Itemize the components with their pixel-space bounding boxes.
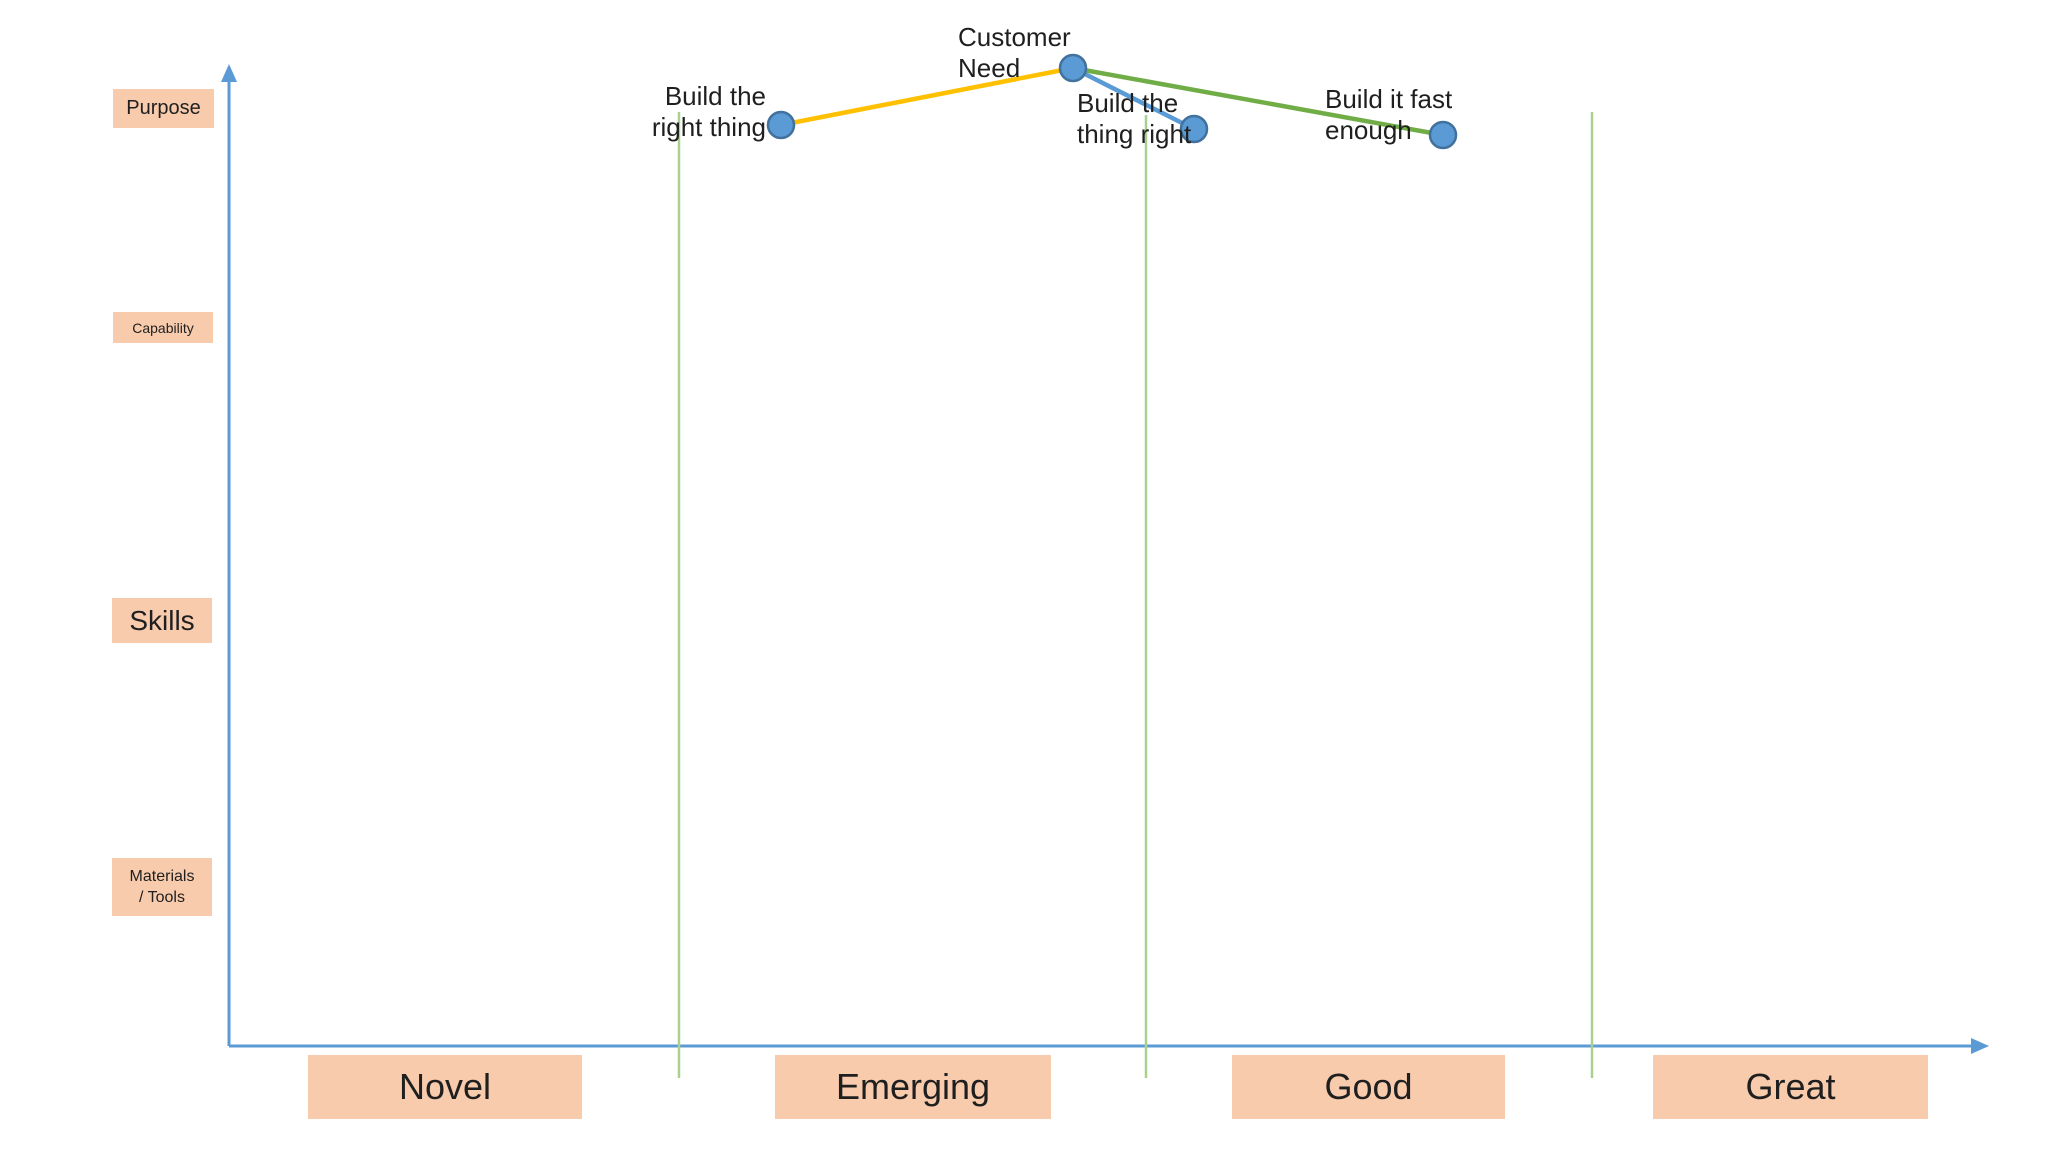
materials-line-2: / Tools — [139, 889, 185, 906]
y-axis-label-skills: Skills — [112, 598, 212, 643]
edge-build-right-thing--customer-need — [778, 65, 1076, 128]
nodes-layer — [766, 53, 1458, 150]
y-axis-label-capability: Capability — [113, 312, 213, 343]
node-marker-build-fast-enough — [1428, 120, 1458, 150]
materials-line-1: Materials — [129, 868, 195, 885]
node-label-line: Build the — [664, 81, 766, 111]
node-label-line: enough — [1325, 115, 1412, 145]
node-label-line: Build the — [1077, 88, 1179, 118]
y-axis-label-purpose: Purpose — [113, 89, 214, 128]
node-label-build-fast-enough: Build it fast enough — [1325, 84, 1452, 146]
edges-layer — [778, 65, 1446, 138]
node-label-line: thing right — [1077, 119, 1192, 149]
x-axis-label-novel: Novel — [308, 1055, 582, 1119]
y-axis-arrowhead-icon — [221, 64, 237, 82]
y-axis-label-materials-tools: Materials / Tools — [112, 858, 212, 916]
node-marker-customer-need — [1058, 53, 1088, 83]
x-axis-label-emerging: Emerging — [775, 1055, 1051, 1119]
node-marker-build-thing-right — [1179, 114, 1209, 144]
x-axis-label-good: Good — [1232, 1055, 1505, 1119]
node-label-line: Customer — [958, 22, 1071, 52]
node-label-line: Build it fast — [1325, 84, 1453, 114]
edge-customer-need--build-thing-right — [1070, 65, 1197, 132]
node-label-line: Need — [958, 53, 1021, 83]
edge-customer-need--build-fast-enough — [1070, 65, 1446, 138]
node-label-build-right-thing: Build the right thing — [652, 81, 766, 143]
node-marker-build-right-thing — [766, 110, 796, 140]
x-axis-label-great: Great — [1653, 1055, 1928, 1119]
node-label-build-thing-right: Build the thing right — [1077, 88, 1191, 150]
node-label-customer-need: Customer Need — [958, 22, 1071, 84]
x-axis-arrowhead-icon — [1971, 1038, 1989, 1054]
node-label-line: right thing — [651, 112, 766, 142]
